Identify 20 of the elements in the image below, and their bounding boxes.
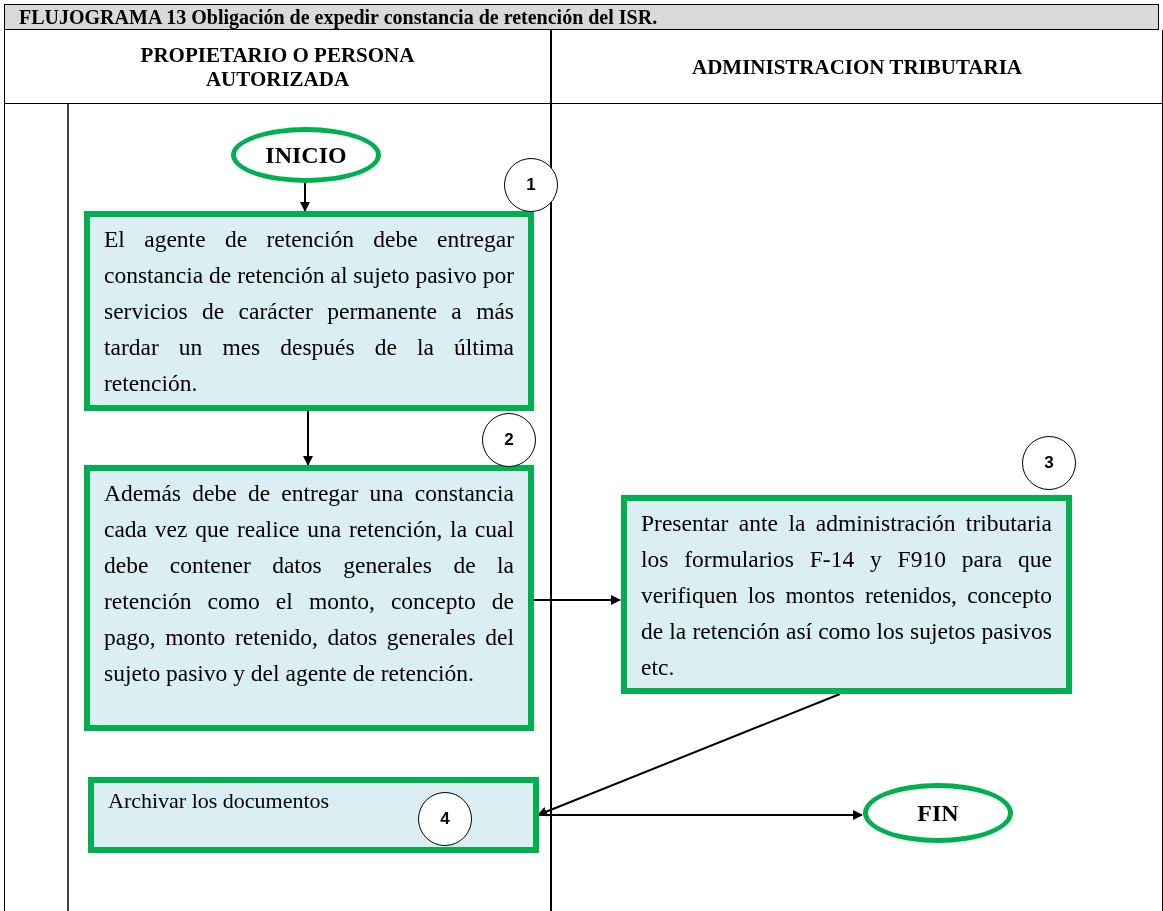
step-number: 1 (504, 158, 558, 212)
lane-header: PROPIETARIO O PERSONA AUTORIZADA (139, 42, 416, 91)
terminal-ellipse: FIN (863, 783, 1013, 843)
process-box (84, 465, 534, 731)
title-bar: FLUJOGRAMA 13 Obligación de expedir constancia de retención del ISR. (4, 4, 1159, 30)
arrow (303, 410, 313, 466)
step-number: 4 (418, 792, 472, 846)
process-box (88, 777, 539, 853)
process-text: Archivar los documentos (108, 787, 331, 815)
process-text: Presentar ante la administración tributaria los formularios F-14 y F910 para que verifiquen los montos retenidos, concepto de la retención así como los sujetos pasivos etc. (641, 509, 1052, 682)
terminal-ellipse: INICIO (231, 127, 381, 183)
lane-header: ADMINISTRACION TRIBUTARIA (692, 54, 1022, 79)
step-number: 3 (1022, 436, 1076, 490)
process-text: Además debe de entregar una constancia cada vez que realice una retención, la cual debe contener datos generales de la retención como el monto, concepto de pago, monto retenido, datos generales del sujeto pasivo y del agente de retención. (104, 479, 514, 688)
swimlane (551, 30, 1163, 911)
step-number: 2 (482, 413, 536, 467)
process-box (621, 495, 1072, 694)
arrow (300, 182, 310, 212)
process-text: El agente de retención debe entregar constancia de retención al sujeto pasivo por servicios de carácter permanente a más tardar un mes después de la última retención. (104, 225, 514, 398)
process-box (84, 211, 534, 411)
